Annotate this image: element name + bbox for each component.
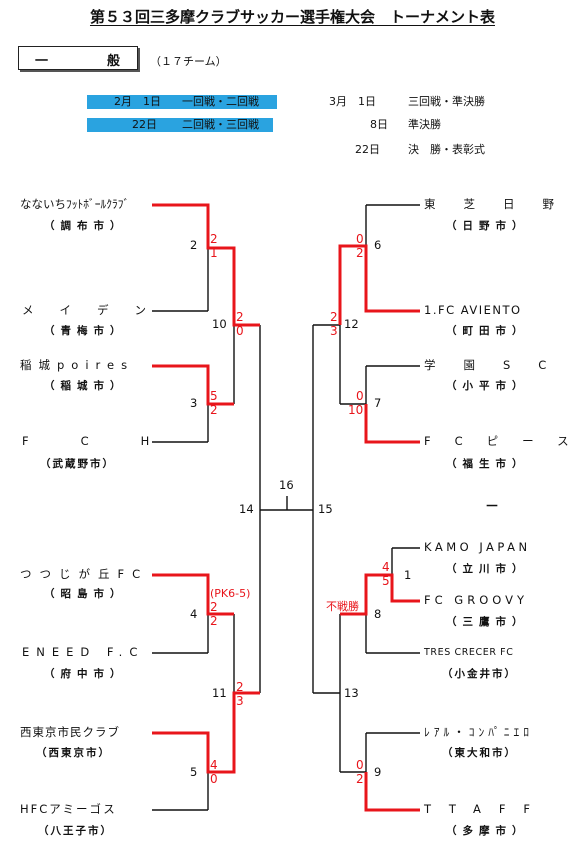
score-m3-top: 5 [210,389,218,403]
right-team-1: 東芝日野 [424,197,582,211]
left-team-8: HFCアミーゴス [20,802,117,816]
left-team-8-city: （八王子市） [38,825,113,837]
page-title: 第５３回三多摩クラブサッカー選手権大会 トーナメント表 [89,8,495,26]
schedule-rounds-3: 三回戦・準決勝 [408,95,485,108]
schedule-date-3: 3月 1日 [329,95,376,108]
category-char-1: 一 [35,54,49,69]
match-number-9: 9 [374,765,382,779]
right-team-4-city: （福生市） [446,458,529,470]
right-team-9: TTAFF [424,802,549,816]
left-team-2: メイデン [22,303,172,317]
score-m12-top: 2 [330,310,338,324]
right-team-8: ﾚｱﾙ・ｺﾝﾊﾟﾆｴﾛ [424,725,533,739]
score-m11-bottom: 3 [236,694,244,708]
left-team-7-city: （西東京市） [36,747,111,759]
score-m6-top: 0 [356,232,364,246]
schedule-date-1: 2月 1日 [114,95,161,108]
right-team-6: FC GROOVY [424,593,528,607]
left-team-3: 稲城poires [20,358,135,372]
score-m3-bottom: 2 [210,403,218,417]
schedule-highlight-1 [87,95,277,109]
match-number-6: 6 [374,238,382,252]
team-count: （１７チーム） [150,55,227,68]
schedule-date-5: 22日 [355,143,380,156]
right-team-3: 学園SC [424,358,575,372]
match-number-2: 2 [190,238,198,252]
score-m6-bottom: 2 [356,246,364,260]
score-m12-bottom: 3 [330,324,338,338]
score-m11-top: 2 [236,680,244,694]
match-number-4: 4 [190,607,198,621]
score-m7-top: 0 [356,389,364,403]
right-team-3-city: （小平市） [446,380,529,392]
match-number-1: 1 [404,568,412,582]
match-number-3: 3 [190,396,198,410]
score-m5-bottom: 0 [210,772,218,786]
right-team-7-city: （小金井市） [442,668,517,680]
schedule-date-4: 8日 [370,118,388,131]
score-m8-walkover-note: 不戦勝 [326,600,359,613]
score-m2-bottom: 1 [210,246,218,260]
score-m5-top: 4 [210,758,218,772]
match-number-13: 13 [344,686,359,700]
category-box: 一 般 [18,46,138,70]
match-number-14: 14 [239,502,254,516]
right-team-1-city: （日野市） [446,220,529,232]
left-team-4-city: （武蔵野市） [40,458,115,470]
right-team-5-city: （立川市） [446,563,529,575]
score-m2-top: 2 [210,232,218,246]
match-number-10: 10 [212,317,227,331]
bye-dash: － [485,499,499,515]
left-team-4: FCH [22,434,202,448]
match-number-11: 11 [212,686,227,700]
left-team-3-city: （稲城市） [44,380,127,392]
schedule-highlight-2 [87,118,273,132]
right-team-4: FCピース [424,434,585,448]
match-number-15: 15 [318,502,333,516]
score-m4-pk-note: (PK6-5) [210,587,251,600]
left-team-2-city: （青梅市） [44,325,127,337]
schedule-rounds-1: 一回戦・二回戦 [182,95,259,108]
score-m9-bottom: 2 [356,772,364,786]
left-team-7: 西東京市民クラブ [20,725,120,739]
left-team-1-city: （調布市） [44,220,127,232]
schedule-rounds-5: 決 勝・表彰式 [408,143,485,156]
left-team-6-city: （府中市） [44,668,127,680]
right-team-7: TRES CRECER FC [424,647,514,658]
schedule-rounds-4: 準決勝 [408,118,441,131]
score-m7-bottom: 10 [348,403,364,417]
schedule-rounds-2: 二回戦・三回戦 [182,118,259,131]
right-team-9-city: （多摩市） [446,825,529,837]
score-m9-top: 0 [356,758,364,772]
match-number-16: 16 [279,478,294,492]
left-team-6: ENEED F.C [22,645,145,659]
right-team-6-city: （三鷹市） [446,616,529,628]
schedule-date-2: 22日 [132,118,157,131]
right-team-8-city: （東大和市） [442,747,517,759]
left-team-1: なないちﾌｯﾄﾎﾞｰﾙｸﾗﾌﾞ [20,197,130,211]
right-team-2: 1.FC AVIENTO [424,303,522,317]
match-number-8: 8 [374,607,382,621]
match-number-12: 12 [344,317,359,331]
bracket-black-lines [152,204,420,811]
category-char-2: 般 [107,54,121,69]
match-number-7: 7 [374,396,382,410]
score-m10-bottom: 0 [236,324,244,338]
score-m4-top: 2 [210,600,218,614]
score-m1-top: 4 [382,560,390,574]
score-m4-bottom: 2 [210,614,218,628]
right-team-5: KAMO JAPAN [424,540,531,554]
score-m1-bottom: 5 [382,574,390,588]
match-number-5: 5 [190,765,198,779]
score-m10-top: 2 [236,310,244,324]
left-team-5-city: （昭島市） [44,588,127,600]
right-team-2-city: （町田市） [446,325,529,337]
left-team-5: つつじが丘FC [20,567,149,581]
bracket-winner-lines [152,203,420,812]
